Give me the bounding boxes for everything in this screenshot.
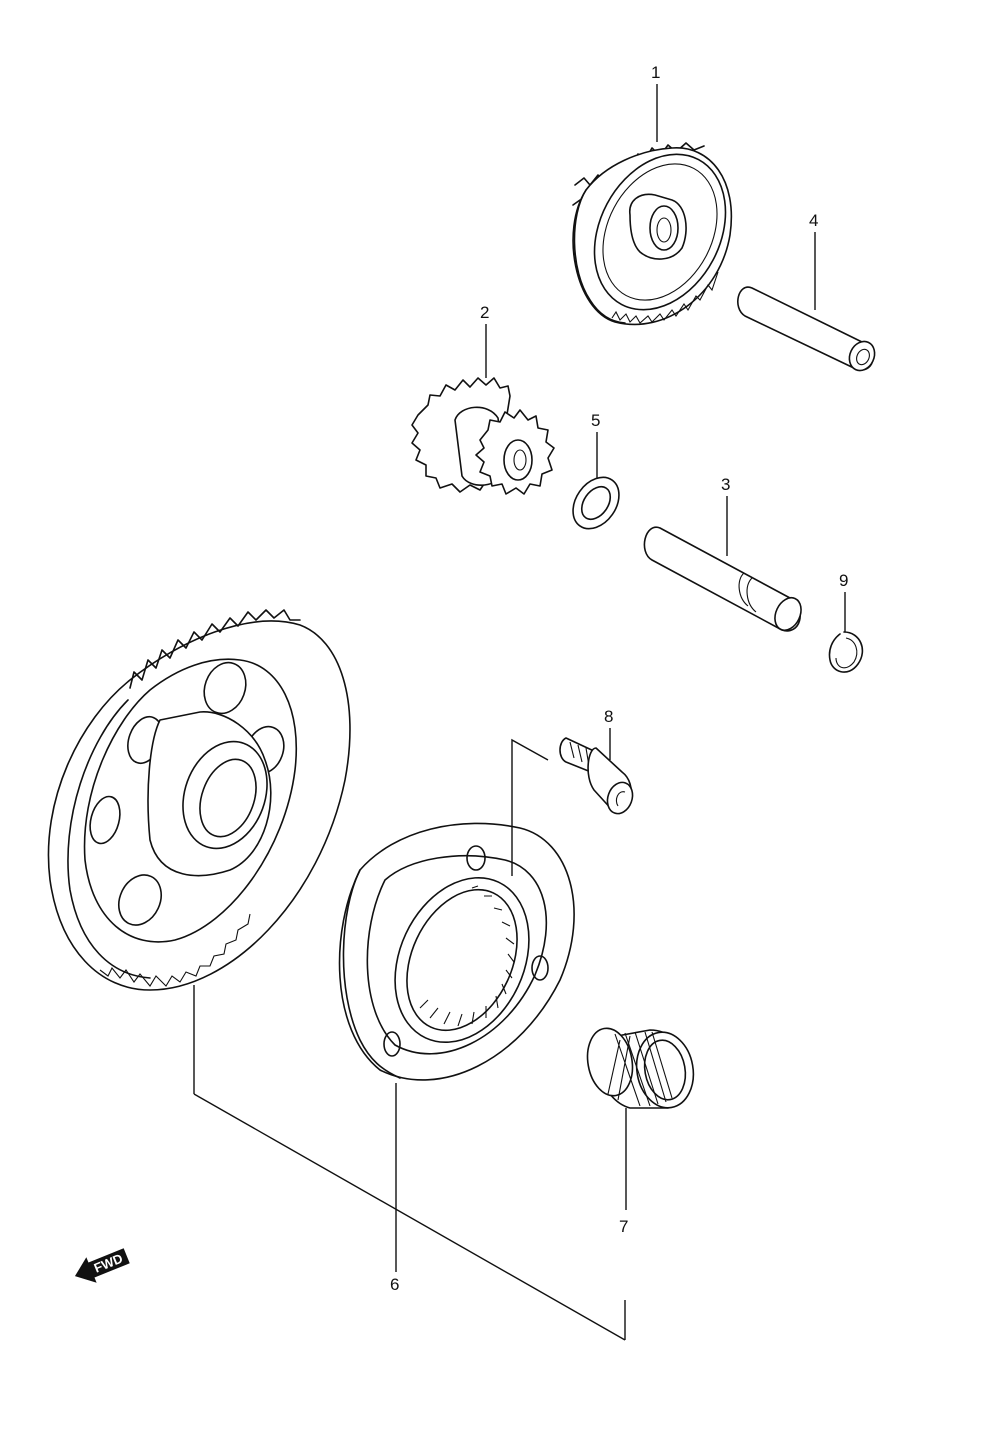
callout-5: 5 (591, 411, 600, 430)
part-2-idler-gear (411, 377, 555, 495)
part-6-starter-clutch-gear (47, 609, 351, 991)
part-8-bolt (559, 737, 634, 815)
callout-1: 1 (651, 63, 660, 82)
fwd-label: FWD (92, 1251, 125, 1276)
leader-lines (193, 84, 846, 1341)
callout-9: 9 (839, 571, 848, 590)
part-3-shaft (643, 526, 802, 632)
callout-4: 4 (809, 211, 818, 230)
callout-7: 7 (619, 1217, 628, 1236)
part-7-needle-bearing (586, 1027, 695, 1109)
part-4-shaft (737, 286, 876, 372)
part-6-clutch-body (338, 822, 575, 1081)
callout-3: 3 (721, 475, 730, 494)
part-9-circlip (828, 631, 864, 673)
callout-2: 2 (480, 303, 489, 322)
part-5-washer (572, 476, 620, 530)
fwd-arrow-icon: FWD (74, 1248, 130, 1283)
part-1-idle-gear (572, 142, 733, 326)
callout-labels: 1 2 3 4 5 6 7 8 9 (390, 63, 848, 1294)
callout-8: 8 (604, 707, 613, 726)
callout-6: 6 (390, 1275, 399, 1294)
